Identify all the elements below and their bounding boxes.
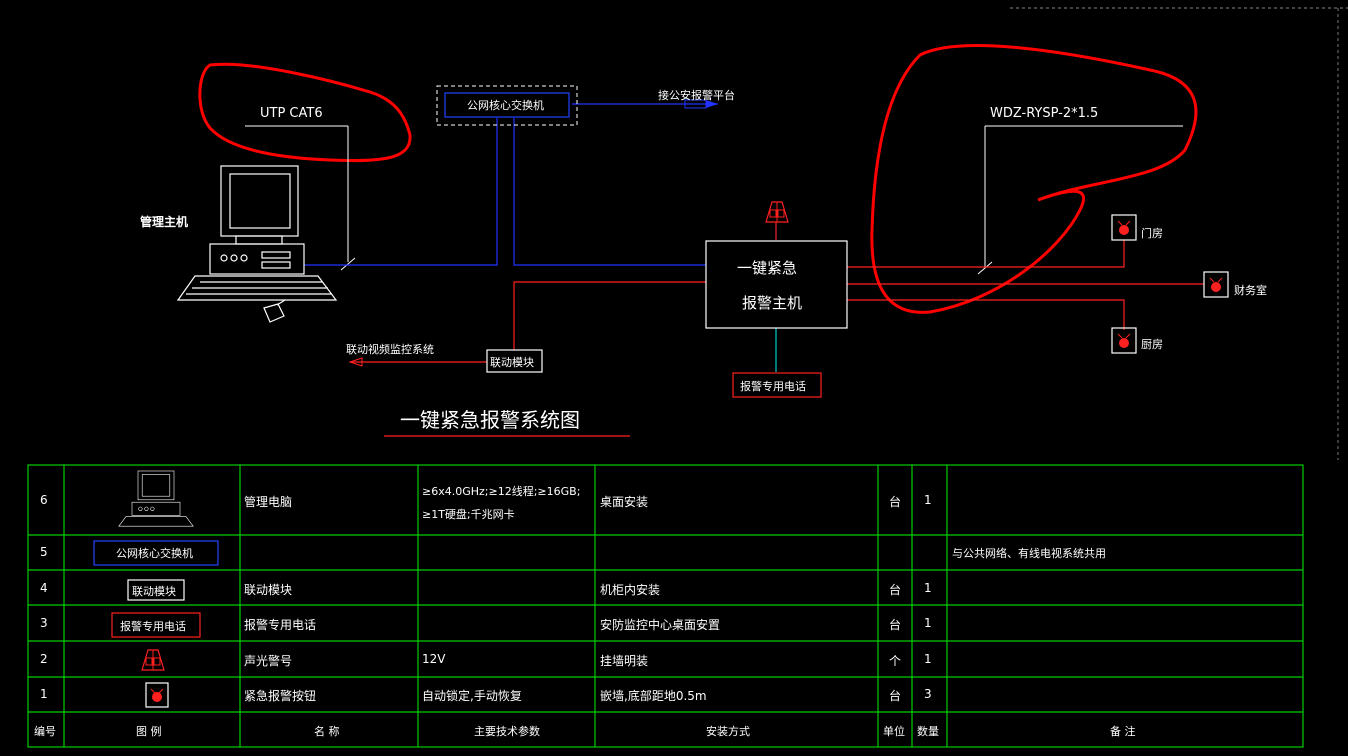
row6-spec-line1: ≥6x4.0GHz;≥12线程;≥16GB; <box>422 485 581 498</box>
markup-loop-left <box>198 62 412 163</box>
row2-install: 挂墙明装 <box>600 654 649 668</box>
row3-symbol-label: 报警专用电话 <box>120 620 186 633</box>
row1-spec: 自动锁定,手动恢复 <box>422 689 522 703</box>
computer-icon <box>118 470 194 527</box>
alarm-phone-label: 报警专用电话 <box>740 380 806 393</box>
header-symbol: 图 例 <box>136 725 162 738</box>
row3-no: 3 <box>40 616 48 630</box>
legend-core-switch-box <box>93 540 219 566</box>
row5-symbol-label: 公网核心交换机 <box>116 547 193 560</box>
row1-unit: 台 <box>889 689 902 703</box>
door-room-label: 门房 <box>1141 227 1163 240</box>
row5-no: 5 <box>40 545 48 559</box>
alarm-host-box <box>705 240 848 329</box>
markup-loop-right <box>870 44 1198 314</box>
police-platform-label: 接公安报警平台 <box>658 89 735 102</box>
emergency-button-icon <box>1111 214 1137 241</box>
row1-install: 嵌墙,底部距地0.5m <box>600 689 707 703</box>
row2-qty: 1 <box>924 652 932 666</box>
emergency-button-icon <box>145 682 169 708</box>
header-name: 名 称 <box>314 725 340 738</box>
row6-no: 6 <box>40 493 48 507</box>
header-remark: 备 注 <box>1110 725 1136 738</box>
row2-spec: 12V <box>422 652 446 666</box>
row6-install: 桌面安装 <box>600 495 649 509</box>
alarm-phone-box <box>732 372 822 398</box>
core-switch-box <box>444 92 570 118</box>
cable-label-cat6: UTP CAT6 <box>260 106 323 121</box>
host-pc-label: 管理主机 <box>140 215 189 229</box>
row4-install: 机柜内安装 <box>600 583 661 597</box>
row5-remark: 与公共网络、有线电视系统共用 <box>952 547 1106 560</box>
link-module-box <box>486 349 543 373</box>
kitchen-label: 厨房 <box>1141 338 1163 351</box>
header-no: 编号 <box>34 725 56 738</box>
link-module-label: 联动模块 <box>490 356 534 369</box>
row6-unit: 台 <box>889 495 902 509</box>
strobe-siren-icon <box>141 649 165 671</box>
row6-name: 管理电脑 <box>244 495 293 509</box>
header-unit: 单位 <box>883 725 905 738</box>
computer-icon <box>176 165 338 323</box>
row4-no: 4 <box>40 581 48 595</box>
row3-name: 报警专用电话 <box>244 618 317 632</box>
alarm-host-label-line2: 报警主机 <box>742 294 803 312</box>
core-switch-label: 公网核心交换机 <box>467 99 544 112</box>
emergency-button-icon <box>1111 327 1137 354</box>
row1-name: 紧急报警按钮 <box>244 689 317 703</box>
row1-no: 1 <box>40 687 48 701</box>
row6-spec-line2: ≥1T硬盘;千兆网卡 <box>422 508 515 521</box>
header-install: 安装方式 <box>706 725 750 738</box>
row6-qty: 1 <box>924 493 932 507</box>
legend-table-grid <box>27 464 1304 748</box>
row3-install: 安防监控中心桌面安置 <box>600 618 721 632</box>
row4-qty: 1 <box>924 581 932 595</box>
cable-label-rysp: WDZ-RYSP-2*1.5 <box>990 106 1099 121</box>
row3-qty: 1 <box>924 616 932 630</box>
diagram-title: 一键紧急报警系统图 <box>400 408 580 432</box>
video-system-label: 联动视频监控系统 <box>346 343 434 356</box>
row1-qty: 3 <box>924 687 932 701</box>
emergency-button-icon <box>1203 271 1229 298</box>
row4-name: 联动模块 <box>244 583 293 597</box>
legend-link-module-box <box>127 579 185 601</box>
row2-name: 声光警号 <box>244 654 293 668</box>
row2-no: 2 <box>40 652 48 666</box>
core-switch-dashed-frame <box>436 85 578 126</box>
row2-unit: 个 <box>889 654 902 668</box>
header-spec: 主要技术参数 <box>474 725 540 738</box>
row4-unit: 台 <box>889 583 902 597</box>
row3-unit: 台 <box>889 618 902 632</box>
finance-room-label: 财务室 <box>1234 284 1267 297</box>
legend-alarm-phone-box <box>111 612 201 638</box>
alarm-host-label-line1: 一键紧急 <box>737 259 798 277</box>
strobe-siren-icon <box>765 201 789 223</box>
row4-symbol-label: 联动模块 <box>132 585 176 598</box>
header-qty: 数量 <box>917 725 939 738</box>
